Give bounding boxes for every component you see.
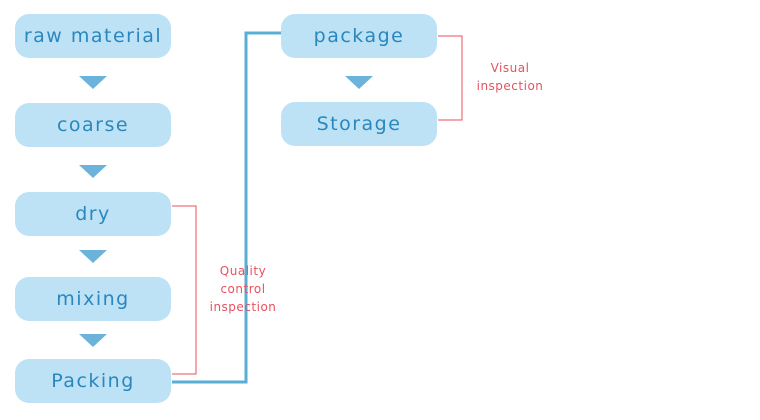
down-arrow-icon [345,76,373,89]
down-arrow-icon [79,334,107,347]
step-mixing: mixing [15,277,171,321]
step-coarse: coarse [15,103,171,147]
step-raw-material: raw material [15,14,171,58]
step-packing: Packing [15,359,171,403]
visual-note-line-2: inspection [476,79,544,93]
visual-inspection-note: Visual inspection [468,59,552,95]
step-package: package [281,14,437,58]
down-arrow-icon [79,250,107,263]
quality-control-bracket [172,205,197,375]
quality-control-note: Quality control inspection [200,262,286,316]
step-dry: dry [15,192,171,236]
visual-note-line-1: Visual [490,61,530,75]
packing-to-package-connector [172,31,281,384]
down-arrow-icon [79,165,107,178]
quality-note-line-3: inspection [209,300,277,314]
down-arrow-icon [79,76,107,89]
step-storage: Storage [281,102,437,146]
visual-inspection-bracket [438,35,463,121]
quality-note-line-1: Quality [219,264,267,278]
quality-note-line-2: control [220,282,266,296]
